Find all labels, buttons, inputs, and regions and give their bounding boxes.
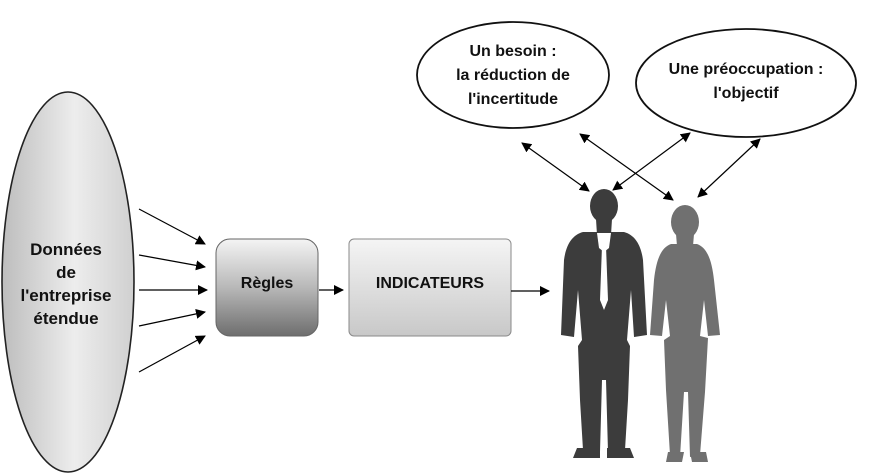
concern-line: l'objectif [713, 85, 779, 102]
concern-bubble [635, 28, 857, 138]
man-shoe-2 [607, 448, 634, 458]
need-bubble-label: Un besoin : la réduction de l'incertitud… [418, 40, 608, 112]
woman-silhouette [650, 205, 720, 457]
indicators-label: INDICATEURS [375, 275, 485, 292]
need-man-double-arrow [521, 142, 590, 192]
input-arrow-4 [138, 308, 206, 327]
man-shoe [573, 448, 600, 458]
necktie-icon [600, 246, 608, 310]
woman-shoe [666, 452, 684, 462]
indicators-box [348, 238, 512, 337]
need-line: Un besoin : [469, 43, 557, 60]
data-source-label: Données de l'entreprise étendue [10, 238, 122, 330]
concern-line: Une préoccupation : [668, 61, 824, 78]
data-source-ellipse [1, 91, 135, 473]
input-arrow-2 [138, 254, 206, 271]
need-woman-double-arrow [579, 133, 674, 201]
need-bubble [416, 21, 610, 129]
input-arrow-5 [138, 335, 206, 373]
man-silhouette [561, 189, 647, 452]
need-line: la réduction de [456, 67, 570, 84]
concern-bubble-label: Une préoccupation : l'objectif [641, 58, 851, 106]
data-source-line: Données [30, 240, 102, 259]
rules-label: Règles [240, 275, 294, 292]
rules-box [215, 238, 319, 337]
need-line: l'incertitude [467, 91, 559, 108]
concern-man-double-arrow [612, 132, 691, 191]
shirt-collar [597, 233, 611, 252]
woman-shoe-2 [690, 452, 708, 462]
concern-woman-double-arrow [697, 138, 761, 198]
data-source-line: étendue [33, 309, 99, 328]
input-arrow-1 [138, 208, 206, 245]
data-source-line: l'entreprise [20, 286, 112, 305]
data-source-line: de [56, 263, 76, 282]
